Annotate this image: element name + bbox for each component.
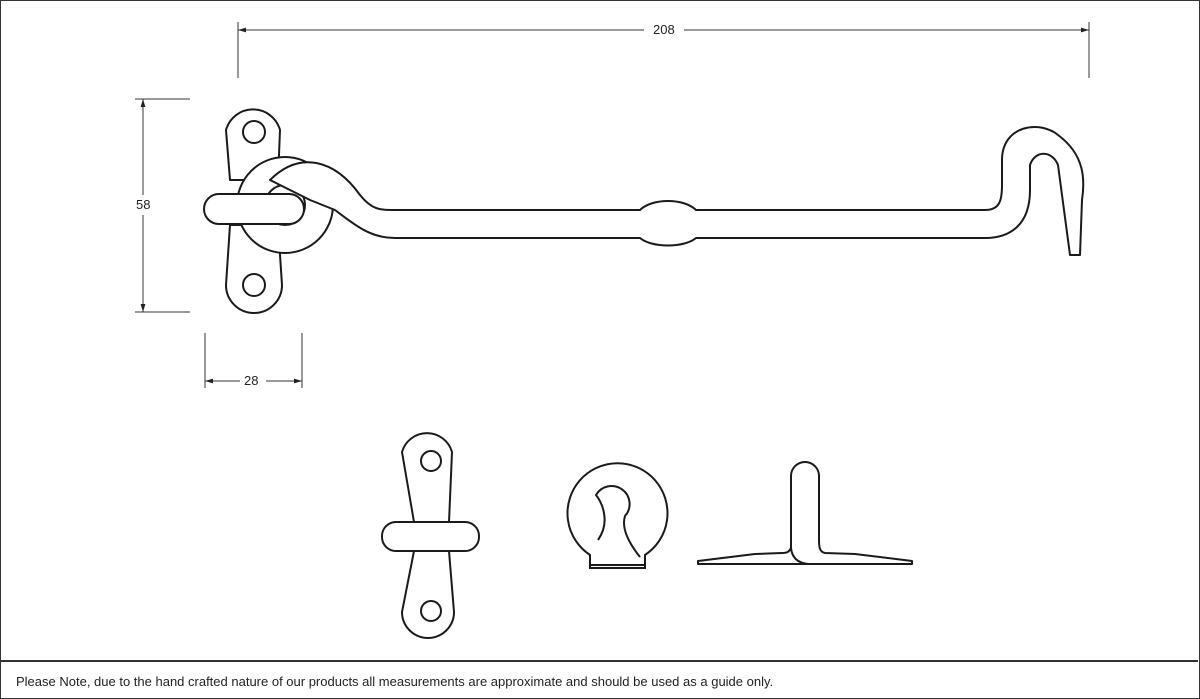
dimension-length <box>237 22 1090 78</box>
dimension-width <box>204 333 303 388</box>
disclaimer-note: Please Note, due to the hand crafted nat… <box>16 674 774 689</box>
dimension-length-label: 208 <box>650 23 678 37</box>
plate-front-view <box>381 432 480 639</box>
eye-end-view <box>566 462 669 569</box>
assembled-hook-view <box>203 108 1085 314</box>
eye-side-view <box>697 461 913 565</box>
technical-drawing <box>135 22 1090 639</box>
disclaimer-bar: Please Note, due to the hand crafted nat… <box>0 660 1198 697</box>
dimension-height-label: 58 <box>133 198 154 212</box>
dimension-width-label: 28 <box>241 374 262 388</box>
dimension-height <box>135 98 190 313</box>
